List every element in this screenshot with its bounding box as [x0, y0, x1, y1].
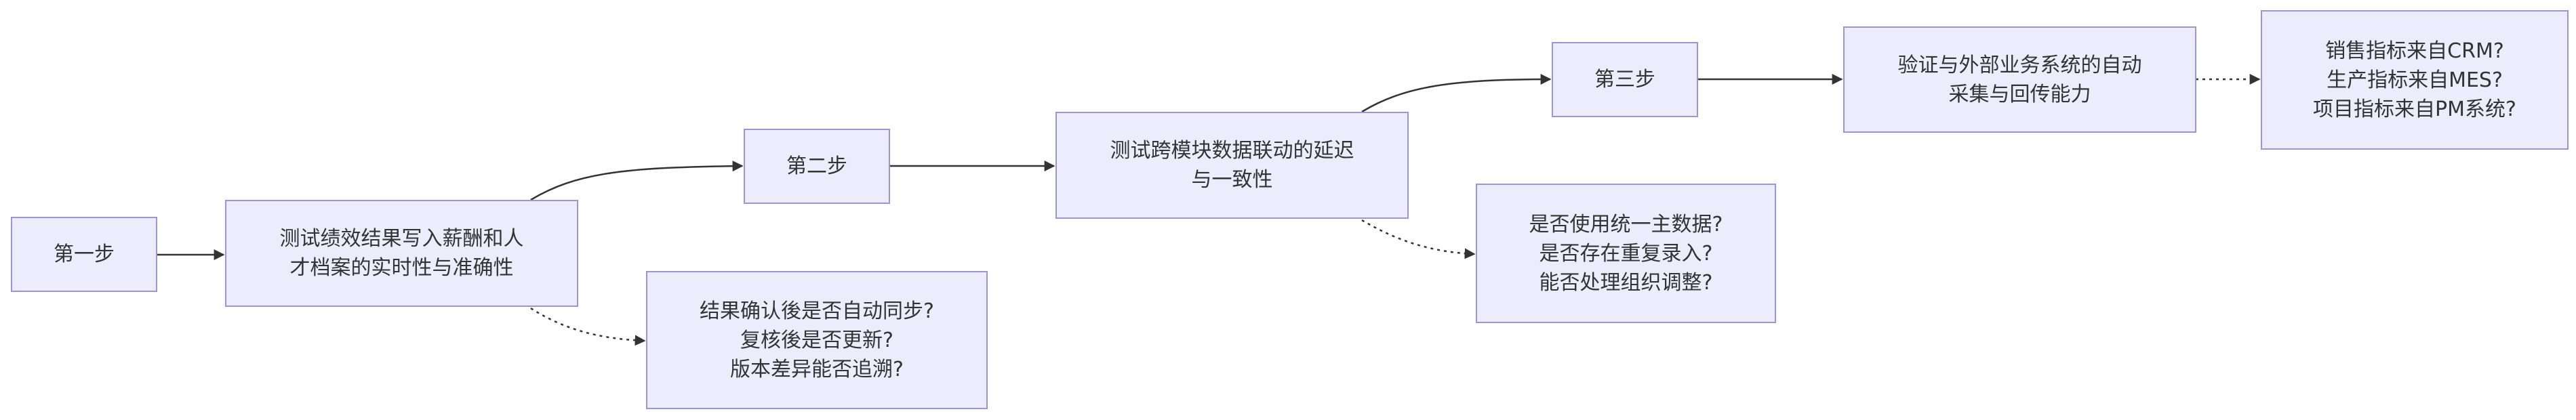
node-q2-line: 是否存在重复录入?	[1539, 241, 1713, 266]
node-step3: 第三步	[1552, 42, 1698, 117]
edge-task1-step2	[530, 161, 744, 201]
node-task3-line: 验证与外部业务系统的自动	[1897, 53, 2142, 77]
node-q1-line: 版本差异能否追溯?	[730, 357, 904, 381]
node-task1: 测试绩效结果写入薪酬和人 才档案的实时性与准确性	[225, 200, 578, 307]
edge-task1-q1	[530, 307, 646, 346]
node-q1: 结果确认後是否自动同步? 复核後是否更新? 版本差异能否追溯?	[646, 271, 988, 409]
node-q2-line: 是否使用统一主数据?	[1529, 212, 1723, 236]
node-task1-line: 测试绩效结果写入薪酬和人	[279, 227, 524, 251]
node-task3: 验证与外部业务系统的自动 采集与回传能力	[1843, 26, 2196, 133]
node-task2: 测试跨模块数据联动的延迟 与一致性	[1055, 112, 1409, 219]
node-task2-line: 与一致性	[1191, 168, 1273, 192]
node-q1-line: 结果确认後是否自动同步?	[700, 299, 934, 323]
node-step1-line: 第一步	[54, 243, 115, 266]
node-step1: 第一步	[11, 217, 157, 292]
node-q1-line: 复核後是否更新?	[740, 328, 893, 352]
edge-task2-step3	[1361, 74, 1552, 113]
node-q2: 是否使用统一主数据? 是否存在重复录入? 能否处理组织调整?	[1476, 184, 1776, 323]
node-q3-line: 项目指标来自PM系统?	[2313, 97, 2516, 121]
node-task1-line: 才档案的实时性与准确性	[289, 256, 514, 280]
edge-task2-q2	[1361, 219, 1476, 259]
node-step2-line: 第二步	[786, 154, 847, 178]
node-q3: 销售指标来自CRM? 生产指标来自MES? 项目指标来自PM系统?	[2261, 10, 2569, 150]
node-q3-line: 生产指标来自MES?	[2327, 68, 2503, 92]
node-q3-line: 销售指标来自CRM?	[2325, 39, 2504, 63]
node-step3-line: 第三步	[1594, 68, 1655, 91]
node-q2-line: 能否处理组织调整?	[1539, 270, 1713, 295]
node-task3-line: 采集与回传能力	[1948, 82, 2091, 106]
node-step2: 第二步	[744, 129, 890, 204]
node-task2-line: 测试跨模块数据联动的延迟	[1110, 139, 1354, 163]
